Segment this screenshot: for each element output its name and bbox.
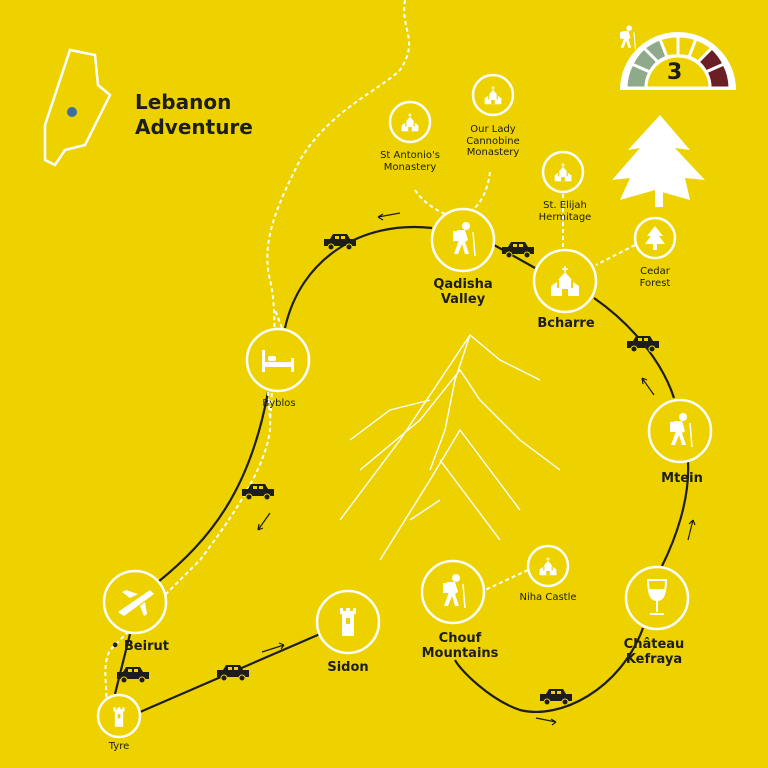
direction-arrows — [257, 212, 696, 726]
label-line: Cannobine — [466, 135, 520, 147]
mountain-sketch — [339, 333, 561, 561]
stop-bcharre: Bcharre — [537, 316, 595, 331]
dashed-connectors — [267, 171, 636, 591]
label-line: Our Lady — [470, 124, 516, 135]
difficulty-hiker-icon — [619, 24, 636, 50]
label-line: Mountains — [421, 645, 499, 661]
title-line-2: Adventure — [135, 115, 253, 139]
castle-tower-icon — [340, 608, 356, 636]
difficulty-level: 3 — [667, 60, 683, 85]
difficulty-gauge — [619, 24, 736, 90]
label-line: Kefraya — [625, 651, 683, 667]
church-icon — [484, 85, 502, 105]
label-line: Monastery — [466, 147, 520, 158]
church-icon — [554, 162, 572, 182]
church-icon — [401, 112, 419, 132]
label-line: Valley — [440, 291, 486, 307]
label-line: Cedar — [640, 266, 670, 277]
label-line: Monastery — [383, 161, 437, 173]
location-dot — [67, 107, 77, 117]
route-line — [113, 225, 690, 714]
stop-beirut: • Beirut — [111, 639, 169, 654]
cedar-forest-icon — [645, 226, 665, 250]
title-line-1: Lebanon — [135, 90, 232, 114]
bed-icon — [262, 350, 294, 372]
church-icon — [539, 556, 557, 576]
stop-sidon: Sidon — [327, 660, 369, 675]
label-line: Hermitage — [538, 211, 592, 223]
label-line: Château — [623, 637, 685, 652]
cedar-tree-illustration — [612, 115, 705, 207]
lebanon-outline — [43, 48, 112, 167]
wine-glass-icon — [646, 579, 668, 615]
airplane-icon — [118, 590, 154, 616]
stop-mtein: Mtein — [661, 471, 703, 486]
castle-tower-icon — [113, 707, 125, 727]
label-line: St. Elijah — [543, 200, 587, 211]
stop-byblos: Byblos — [262, 398, 296, 409]
site-niha-castle: Niha Castle — [519, 592, 577, 603]
label-line: Forest — [639, 277, 671, 289]
label-line: St Antonio's — [380, 150, 440, 161]
label-line: Qadisha — [433, 277, 493, 292]
stop-tyre: Tyre — [108, 741, 130, 752]
label-line: Chouf — [438, 631, 482, 646]
